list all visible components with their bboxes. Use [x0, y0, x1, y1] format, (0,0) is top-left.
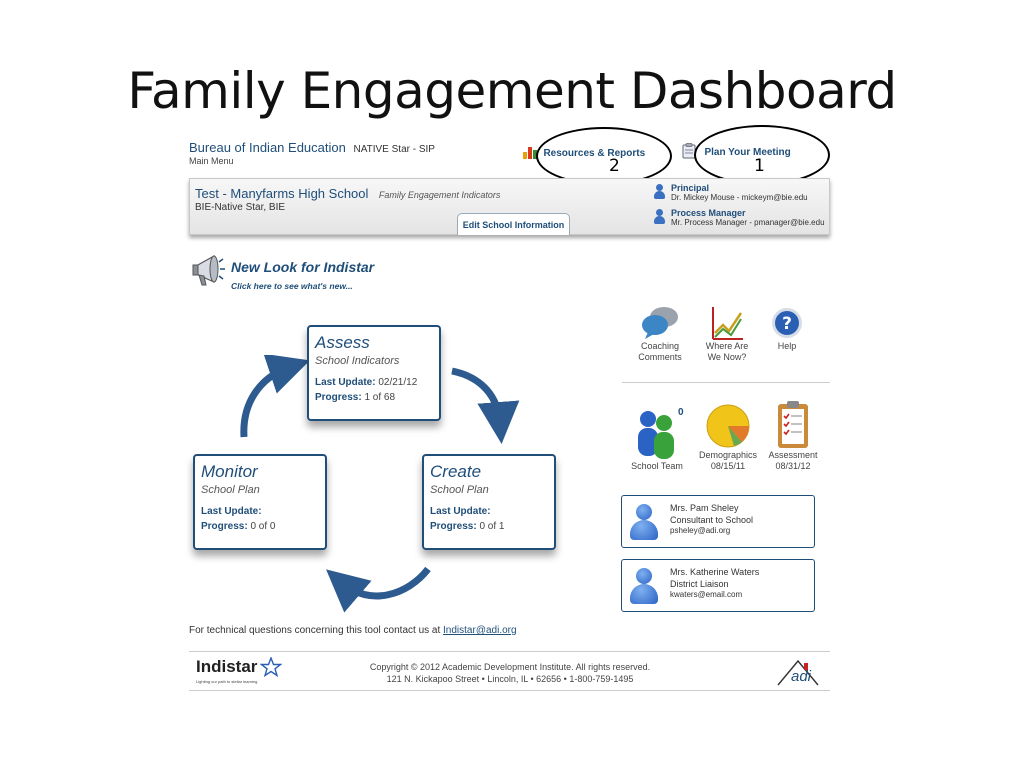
principal-role: Principal — [671, 183, 710, 193]
clipboard-icon — [682, 142, 696, 159]
school-team-count: 0 — [678, 407, 684, 418]
monitor-title: Monitor — [201, 462, 258, 481]
monitor-subtitle: School Plan — [201, 484, 260, 496]
school-team-icon — [638, 411, 674, 459]
assess-title: Assess — [315, 333, 370, 352]
contact-email[interactable]: kwaters@email.com — [670, 590, 743, 599]
person-icon — [630, 568, 658, 606]
create-last-update: Last Update: — [430, 506, 491, 517]
arrow-monitor-to-assess — [240, 355, 310, 438]
slide-title: Family Engagement Dashboard — [127, 62, 897, 120]
school-sub: BIE-Native Star, BIE — [195, 202, 286, 213]
process-manager-person-icon — [653, 209, 665, 225]
tools-divider — [622, 382, 830, 383]
megaphone-icon[interactable] — [192, 252, 226, 288]
adi-house-icon — [777, 659, 819, 686]
bar-chart-icon — [523, 145, 539, 159]
main-menu-link[interactable]: Main Menu — [189, 156, 234, 166]
cycle-arrows — [240, 355, 520, 613]
tech-support-label: For technical questions concerning this … — [189, 625, 441, 636]
person-icon — [630, 504, 658, 542]
org-name-text: Bureau of Indian Education — [189, 140, 346, 155]
assess-card[interactable]: Assess School Indicators Last Update: 02… — [307, 325, 441, 421]
principal-person-icon — [653, 184, 665, 200]
footer-divider-top — [189, 651, 830, 652]
tech-support-email-link[interactable]: Indistar@adi.org — [443, 625, 517, 636]
assess-progress: Progress: 1 of 68 — [315, 392, 396, 403]
principal-detail: Dr. Mickey Mouse - mickeym@bie.edu — [671, 193, 808, 202]
copyright-text: Copyright © 2012 Academic Development In… — [369, 662, 651, 684]
assess-last-update: Last Update: 02/21/12 — [315, 377, 418, 388]
school-team-label: School Team — [631, 461, 683, 471]
star-icon — [260, 657, 282, 677]
assess-subtitle: School Indicators — [315, 355, 400, 367]
help-label: Help — [777, 341, 797, 351]
annotation-number-resources: 2 — [609, 156, 620, 176]
school-title-row: Test - Manyfarms High School Family Enga… — [195, 185, 500, 203]
principal-info: Principal Dr. Mickey Mouse - mickeym@bie… — [671, 183, 808, 202]
clipboard-checklist-icon — [778, 401, 808, 448]
process-manager-role: Process Manager — [671, 208, 746, 218]
create-progress: Progress: 0 of 1 — [430, 521, 505, 532]
org-name: Bureau of Indian Education NATIVE Star -… — [189, 140, 435, 155]
tech-support-text: For technical questions concerning this … — [189, 625, 517, 636]
indistar-logo: Indistar Lighting our path to stellar le… — [196, 657, 286, 687]
help-icon: ? — [772, 308, 802, 338]
footer-divider-bottom — [189, 690, 830, 691]
pie-chart-icon — [706, 404, 750, 448]
org-sub: NATIVE Star - SIP — [353, 144, 435, 155]
edit-school-info-button[interactable]: Edit School Information — [457, 213, 570, 235]
create-card[interactable]: Create School Plan Last Update: Progress… — [422, 454, 556, 550]
arrow-create-to-monitor — [326, 566, 431, 613]
school-team-button[interactable]: School Team — [627, 405, 687, 472]
process-manager-info: Process Manager Mr. Process Manager - pm… — [671, 208, 825, 227]
arrow-assess-to-create — [451, 367, 520, 444]
new-look-title[interactable]: New Look for Indistar — [231, 259, 375, 275]
monitor-card[interactable]: Monitor School Plan Last Update: Progres… — [193, 454, 327, 550]
new-look-link[interactable]: Click here to see what's new... — [231, 281, 353, 291]
process-manager-detail: Mr. Process Manager - pmanager@bie.edu — [671, 218, 825, 227]
annotation-oval-plan — [694, 125, 830, 185]
line-chart-icon — [712, 307, 743, 340]
create-subtitle: School Plan — [430, 484, 489, 496]
monitor-last-update: Last Update: — [201, 506, 262, 517]
school-indicators-label: Family Engagement Indicators — [378, 190, 501, 200]
adi-logo: adi — [776, 657, 820, 687]
create-title: Create — [430, 462, 482, 481]
monitor-progress: Progress: 0 of 0 — [201, 521, 276, 532]
svg-text:?: ? — [782, 314, 792, 334]
school-name: Test - Manyfarms High School — [195, 186, 369, 201]
annotation-number-plan: 1 — [754, 156, 765, 176]
speech-bubbles-icon — [642, 307, 678, 339]
help-button[interactable]: ? Help — [765, 305, 809, 352]
contact-email[interactable]: psheley@adi.org — [670, 526, 731, 535]
annotation-oval-resources — [536, 127, 672, 185]
